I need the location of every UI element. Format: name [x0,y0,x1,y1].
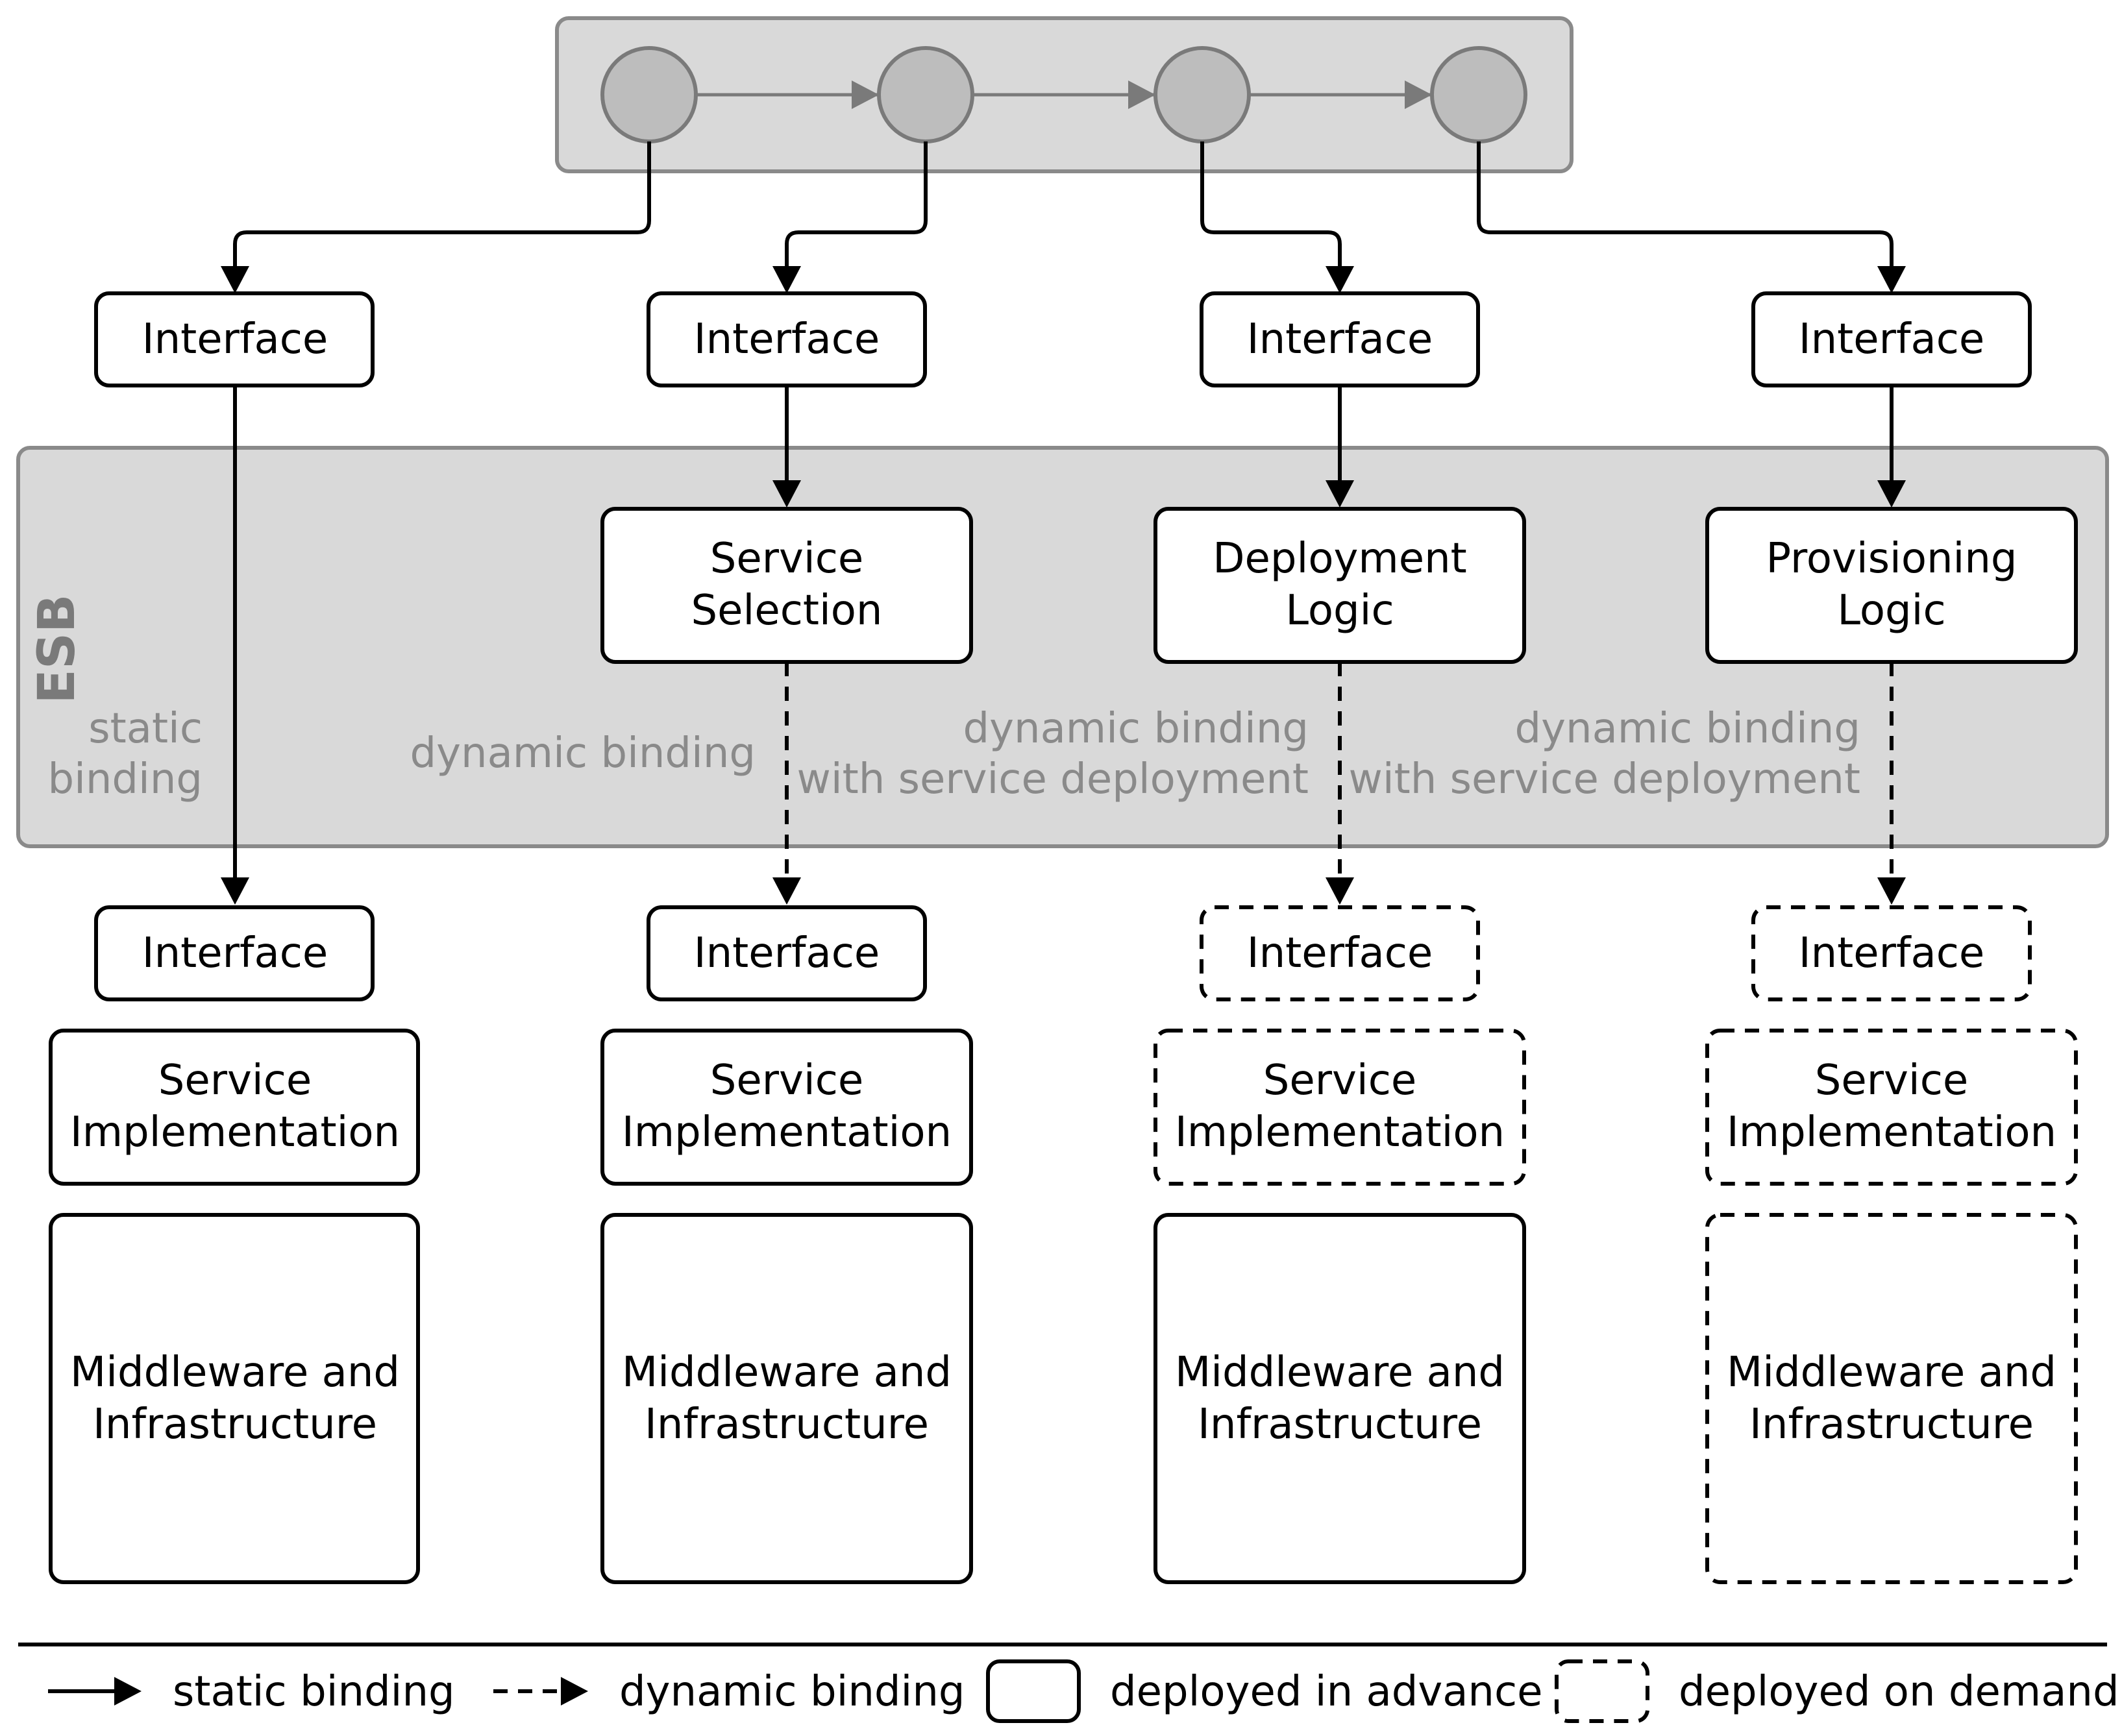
esb-logic-boxes: Service Selection Deployment Logic Provi… [600,507,2078,664]
binding-label-3-line-1: dynamic binding [963,705,1309,753]
middleware-3-line-1: Middleware and [1175,1349,1505,1397]
binding-arrowheads [221,877,1906,905]
service-impl-box-2 [600,1029,973,1186]
process-node-1 [600,46,698,143]
service-selection-line-1: Service [710,535,864,583]
bottom-interface-box-2 [647,905,927,1001]
legend-static-arrowhead [114,1677,142,1705]
middleware-box-2 [600,1213,973,1584]
service-impl-3-line-2: Implementation [1175,1108,1505,1156]
service-impl-2-line-2: Implementation [622,1108,952,1156]
provisioning-logic-line-2: Logic [1837,587,1945,635]
deployment-logic-line-2: Logic [1285,587,1394,635]
middleware-4-line-2: Infrastructure [1749,1400,2034,1449]
binding-label-4-line-1: dynamic binding [1515,705,1861,753]
node-to-interface-arrowheads [221,266,1906,293]
provisioning-logic-line-1: Provisioning [1766,535,2017,583]
deployment-logic-box [1154,507,1526,664]
legend-static-label: static binding [173,1668,455,1716]
top-interfaces: Interface Interface Interface Interface [94,291,2032,387]
top-interface-label-1: Interface [142,315,328,363]
service-selection-box [600,507,973,664]
bottom-interface-box-4 [1751,905,2032,1001]
bottom-interface-label-3: Interface [1247,929,1433,977]
service-impl-box-3 [1154,1029,1526,1186]
middleware-2-line-1: Middleware and [622,1349,952,1397]
legend-dynamic-arrowhead [561,1677,588,1705]
legend-demand-label: deployed on demand [1679,1668,2119,1716]
middleware-2-line-2: Infrastructure [645,1400,929,1449]
service-impl-1-line-1: Service [158,1057,312,1105]
legend-demand-box [1555,1659,1649,1723]
bottom-interfaces: Interface Interface Interface Interface [94,905,2032,1001]
bottom-interface-box-1 [94,905,375,1001]
bottom-interface-label-2: Interface [694,929,880,977]
middleware-box-4 [1705,1213,2078,1584]
esb-label: ESB [28,594,86,704]
binding-label-4-line-2: with service deployment [1348,755,1860,803]
process-node-2 [877,46,974,143]
process-arrow-heads [852,80,1432,109]
bottom-interface-box-3 [1200,905,1480,1001]
legend-advance-label: deployed in advance [1110,1668,1543,1716]
provisioning-logic-box [1705,507,2078,664]
binding-labels: static binding dynamic binding dynamic b… [47,705,1860,803]
legend-dynamic-label: dynamic binding [619,1668,965,1716]
process-node-4 [1430,46,1527,143]
interface-to-logic-arrowheads [772,480,1906,507]
middleware-1-line-2: Infrastructure [93,1400,377,1449]
binding-lines [233,385,1894,894]
process-node-3 [1154,46,1251,143]
bottom-interface-label-1: Interface [142,929,328,977]
service-impl-3-line-1: Service [1263,1057,1417,1105]
binding-label-1-line-2: binding [47,755,203,803]
binding-label-1-line-1: static [88,705,203,753]
top-interface-label-4: Interface [1799,315,1985,363]
binding-label-3-line-2: with service deployment [796,755,1309,803]
service-impl-2-line-1: Service [710,1057,864,1105]
service-impl-box-4 [1705,1029,2078,1186]
node-to-interface-connectors [233,141,1894,286]
process-nodes [600,46,1527,143]
bottom-interface-label-4: Interface [1799,929,1985,977]
service-impl-box-1 [49,1029,420,1186]
top-interface-label-2: Interface [694,315,880,363]
legend: static binding dynamic binding deployed … [48,1659,2119,1723]
service-implementation-boxes: Service Implementation Service Implement… [49,1029,2078,1186]
middleware-box-3 [1154,1213,1526,1584]
middleware-3-line-2: Infrastructure [1198,1400,1482,1449]
service-impl-4-line-2: Implementation [1727,1108,2056,1156]
service-impl-1-line-2: Implementation [70,1108,400,1156]
middleware-boxes: Middleware and Infrastructure Middleware… [49,1213,2078,1584]
service-impl-4-line-1: Service [1815,1057,1969,1105]
middleware-1-line-1: Middleware and [70,1349,400,1397]
legend-advance-box [986,1659,1081,1723]
service-selection-line-2: Selection [691,587,883,635]
middleware-box-1 [49,1213,420,1584]
top-interface-label-3: Interface [1247,315,1433,363]
esb-panel [16,446,2109,848]
deployment-logic-line-1: Deployment [1213,535,1466,583]
middleware-4-line-1: Middleware and [1727,1349,2056,1397]
binding-label-2: dynamic binding [410,729,756,777]
